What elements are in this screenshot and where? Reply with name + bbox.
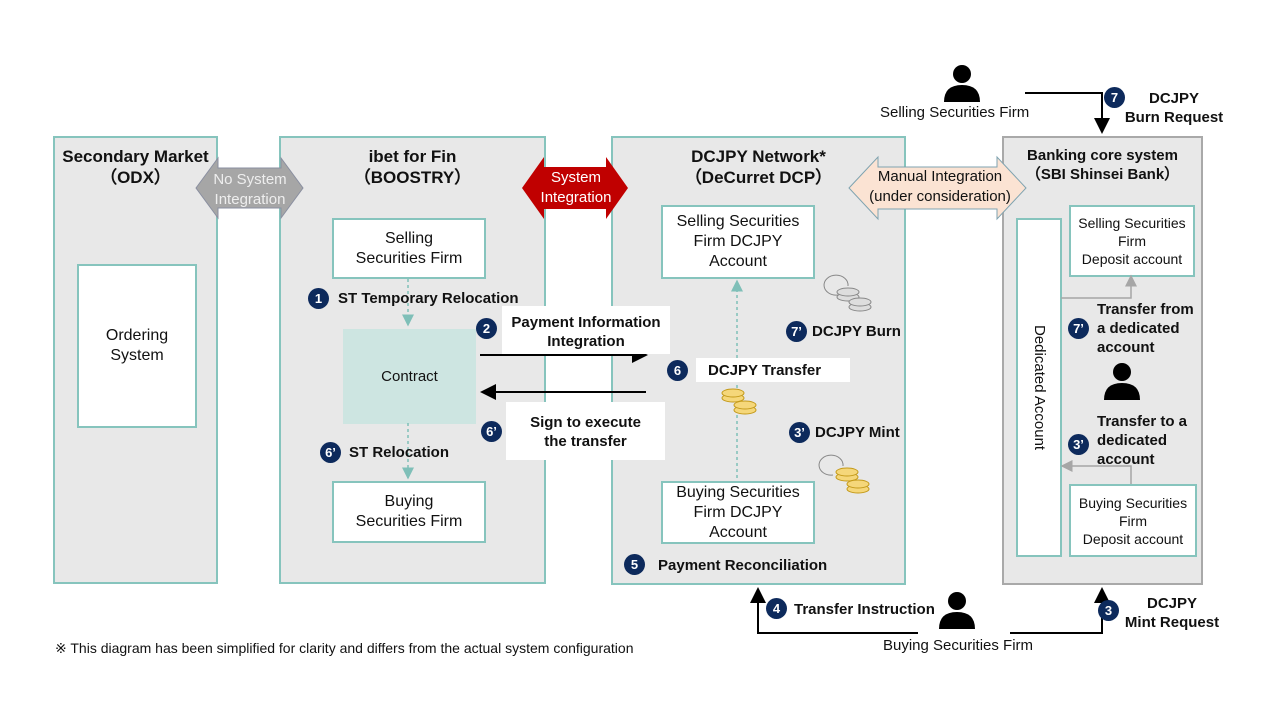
step-badge: 7 [1104, 87, 1125, 108]
secondary-market-panel: Secondary Market （ODX） Ordering System [53, 136, 218, 584]
step-label: Sign to execute the transfer [530, 414, 641, 450]
step-label: ST Relocation [349, 444, 450, 461]
dedicated-account-label: Dedicated Account [1031, 324, 1048, 451]
arrow-from-dedicated [1061, 274, 1137, 299]
manual-integration-arrow [848, 155, 1027, 221]
selling-deposit-box: Selling Securities Firm Deposit account [1069, 205, 1195, 277]
panel-title: ibet for Fin （BOOSTRY） [353, 147, 472, 187]
footnote: ※ This diagram has been simplified for c… [55, 640, 634, 656]
step-label: Transfer Instruction [794, 601, 935, 618]
arrow-burn-request [1025, 92, 1110, 134]
arrow-transfer-instruction [750, 587, 918, 634]
ibet-panel: ibet for Fin （BOOSTRY） Selling Securitie… [279, 136, 546, 584]
step-label: DCJPY Burn Request [1124, 90, 1224, 126]
step-badge: 3’ [1068, 434, 1089, 455]
step-badge: 7’ [1068, 318, 1089, 339]
step-badge: 5 [624, 554, 645, 575]
step-badge: 3 [1098, 600, 1119, 621]
step-badge: 3’ [789, 422, 810, 443]
panel-title: Banking core system （SBI Shinsei Bank） [1025, 147, 1180, 183]
step-label: DCJPY Transfer [708, 362, 822, 379]
selling-firm-actor-label: Selling Securities Firm [880, 104, 1030, 121]
selling-dcjpy-account-box: Selling Securities Firm DCJPY Account [661, 205, 815, 279]
panel-title: DCJPY Network* （DeCurret DCP） [684, 147, 833, 187]
label-bg [502, 306, 670, 354]
contract-box: Contract [343, 329, 476, 424]
label-bg [696, 358, 850, 382]
no-integration-arrow [195, 156, 304, 220]
dedicated-account-box: Dedicated Account [1016, 218, 1062, 557]
buying-dcjpy-account-box: Buying Securities Firm DCJPY Account [661, 481, 815, 544]
bank-panel: Banking core system （SBI Shinsei Bank） D… [1002, 136, 1203, 585]
step-badge: 6’ [481, 421, 502, 442]
ordering-system-box: Ordering System [77, 264, 197, 428]
step-label: Transfer to a dedicated account [1097, 413, 1188, 468]
system-integration-label: System Integration [540, 169, 612, 206]
buying-firm-actor-label: Buying Securities Firm [883, 637, 1034, 654]
step-badge: 4 [766, 598, 787, 619]
selling-firm-box: Selling Securities Firm [332, 218, 486, 279]
step-badge: 6 [667, 360, 688, 381]
step-badge: 6’ [320, 442, 341, 463]
label-bg [506, 402, 665, 460]
step-label: DCJPY Mint Request [1124, 595, 1220, 631]
step-label: DCJPY Mint [815, 424, 900, 441]
system-integration-arrow [522, 157, 628, 219]
step-label: Payment Reconciliation [658, 557, 828, 574]
manual-integration-label: Manual Integration (under consideration) [869, 168, 1011, 205]
arrow-mint-request [1010, 587, 1110, 634]
panel-title: Secondary Market （ODX） [62, 147, 209, 187]
step-badge: 1 [308, 288, 329, 309]
arrow-to-dedicated [1060, 460, 1132, 484]
step-label: ST Temporary Relocation [338, 290, 519, 307]
buying-deposit-box: Buying Securities Firm Deposit account [1069, 484, 1197, 557]
step-label: DCJPY Burn [812, 323, 901, 340]
step-badge: 2 [476, 318, 497, 339]
no-integration-label: No System Integration [213, 171, 287, 208]
step-badge: 7’ [786, 321, 807, 342]
buying-firm-box: Buying Securities Firm [332, 481, 486, 543]
step-label: Transfer from a dedicated account [1097, 301, 1194, 356]
step-label: Payment Information Integration [511, 314, 661, 350]
